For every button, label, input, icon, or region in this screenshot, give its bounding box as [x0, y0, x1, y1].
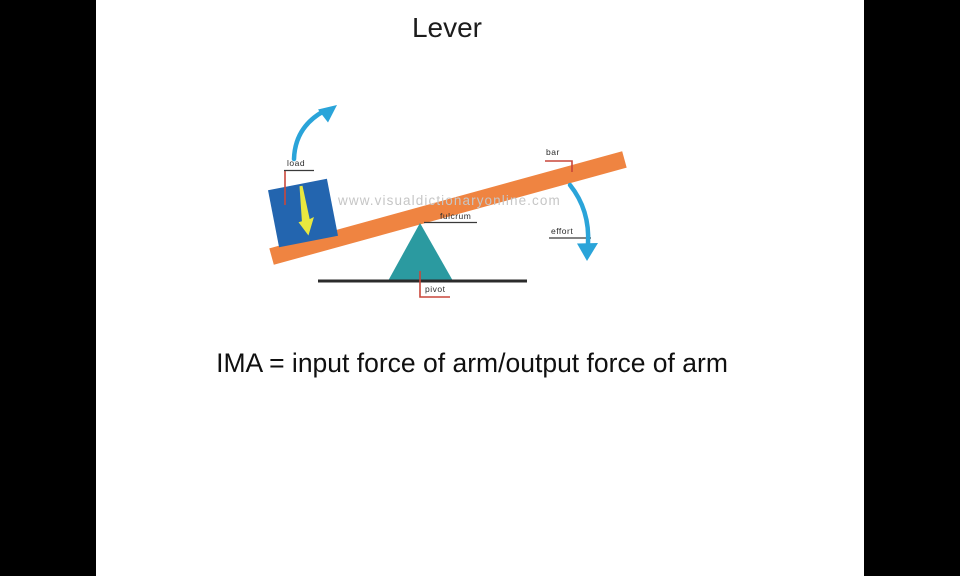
pivot-connector-line: [419, 271, 450, 298]
slide-content-area: [96, 0, 864, 576]
label-pivot: pivot: [425, 284, 446, 294]
load-force-arrow-icon: [298, 185, 314, 236]
ima-formula-text: IMA = input force of arm/output force of…: [216, 348, 728, 378]
label-bar: bar: [546, 147, 560, 157]
label-fulcrum: fulcrum: [440, 211, 472, 221]
load-rotation-up-arrow-icon: [291, 108, 327, 162]
label-load: load: [287, 158, 306, 168]
left-letterbox-bar: [0, 0, 96, 576]
effort-down-arrowhead-icon: [577, 243, 598, 261]
lever-bar: [269, 151, 627, 265]
load-rotation-up-arrowhead-icon: [318, 105, 337, 123]
slide-title: Lever: [411, 12, 483, 43]
right-letterbox-bar: [864, 0, 960, 576]
label-effort: effort: [551, 226, 574, 236]
watermark-text: www.visualdictionaryonline.com: [338, 193, 561, 208]
bar-connector-line: [545, 160, 573, 172]
fulcrum-triangle: [388, 223, 453, 281]
effort-down-arrow-icon: [567, 182, 591, 247]
